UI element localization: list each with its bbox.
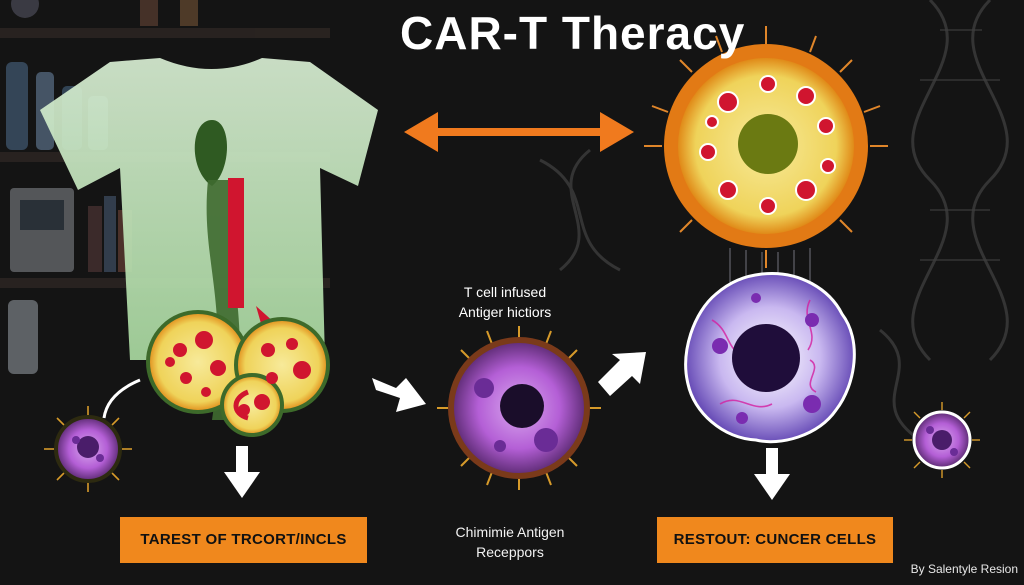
target-cell-icon bbox=[644, 26, 888, 290]
white-arrow-icon bbox=[754, 448, 790, 500]
credit-text: By Salentyle Resion bbox=[910, 562, 1018, 576]
white-arrow-icon bbox=[372, 378, 426, 412]
t-cell-icon bbox=[904, 402, 980, 478]
white-arrow-icon bbox=[224, 446, 260, 498]
white-arrow-icon bbox=[598, 352, 646, 396]
left-result-box: TAREST OF TRCORT/INCLS bbox=[120, 517, 367, 563]
middle-label: T cell infused Antiger hictiors bbox=[420, 282, 590, 322]
diagram-title: CAR-T Theracy bbox=[400, 7, 746, 59]
dna-helix-icon bbox=[539, 0, 1009, 442]
bottom-center-line2: Receppors bbox=[476, 544, 544, 560]
right-result-box: RESTOUT: CUNCER CELLS bbox=[657, 517, 893, 563]
middle-label-line1: T cell infused bbox=[463, 284, 547, 300]
bottom-center-line1: Chimimie Antigen bbox=[455, 524, 565, 540]
cancer-cell-icon bbox=[684, 271, 856, 444]
dna-helix-rungs bbox=[920, 29, 1000, 261]
car-t-cell-icon bbox=[437, 326, 601, 490]
middle-label-line2: Antiger hictiors bbox=[458, 304, 552, 320]
double-headed-arrow-icon bbox=[404, 112, 634, 152]
yellow-cell-cluster bbox=[102, 310, 330, 437]
bottom-center-label: Chimimie Antigen Receppors bbox=[430, 522, 590, 562]
t-cell-icon bbox=[44, 406, 132, 492]
